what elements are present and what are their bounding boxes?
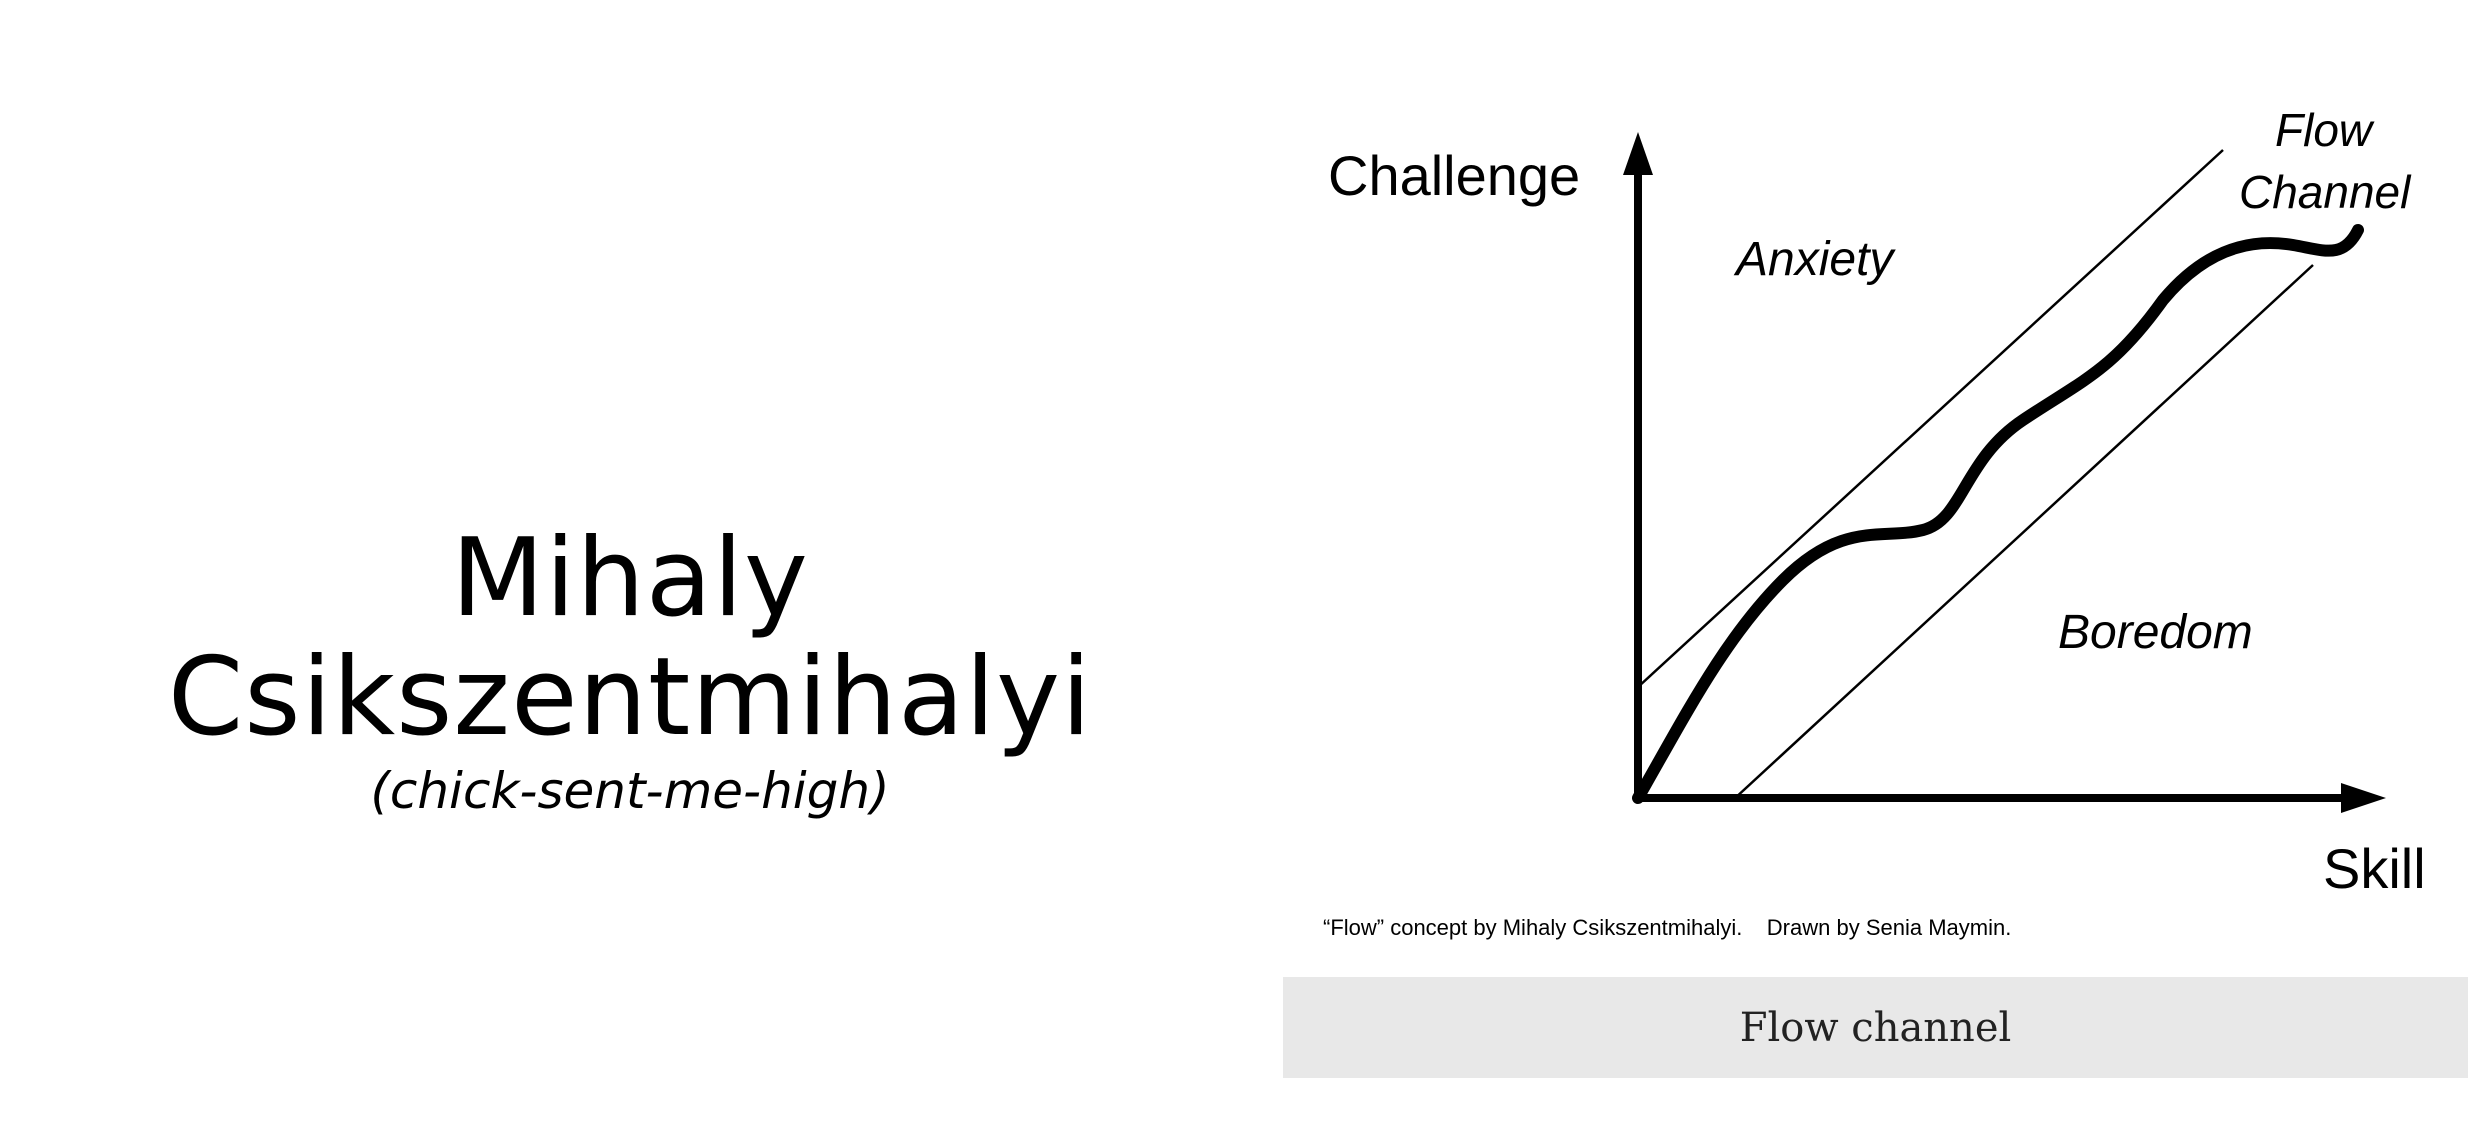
x-axis-arrowhead: [2341, 783, 2386, 813]
channel-label: Channel: [2239, 166, 2412, 218]
page-title: Mihaly Csikszentmihalyi: [167, 516, 1093, 760]
pronunciation-subtitle: (chick-sent-me-high): [370, 761, 890, 820]
channel-lower-boundary: [1732, 264, 2314, 801]
diagram-credit: “Flow” concept by Mihaly Csikszentmihaly…: [1323, 915, 2011, 940]
y-axis-arrowhead: [1623, 132, 1653, 175]
caption-bar: Flow channel: [1283, 977, 2468, 1078]
flow-diagram: Challenge Skill Anxiety Boredom Flow Cha…: [1323, 104, 2426, 940]
x-axis-label: Skill: [2323, 837, 2426, 900]
channel-upper-boundary: [1637, 149, 2224, 688]
title-block: Mihaly Csikszentmihalyi (chick-sent-me-h…: [0, 516, 1260, 820]
y-axis-label: Challenge: [1328, 144, 1580, 207]
flow-channel-figure: Challenge Skill Anxiety Boredom Flow Cha…: [1283, 80, 2468, 1078]
flow-label: Flow: [2275, 104, 2375, 156]
flow-path-curve: [1632, 224, 2364, 804]
boredom-label: Boredom: [2058, 606, 2253, 659]
figure-caption: Flow channel: [1739, 1004, 2012, 1051]
anxiety-label: Anxiety: [1733, 233, 1896, 286]
